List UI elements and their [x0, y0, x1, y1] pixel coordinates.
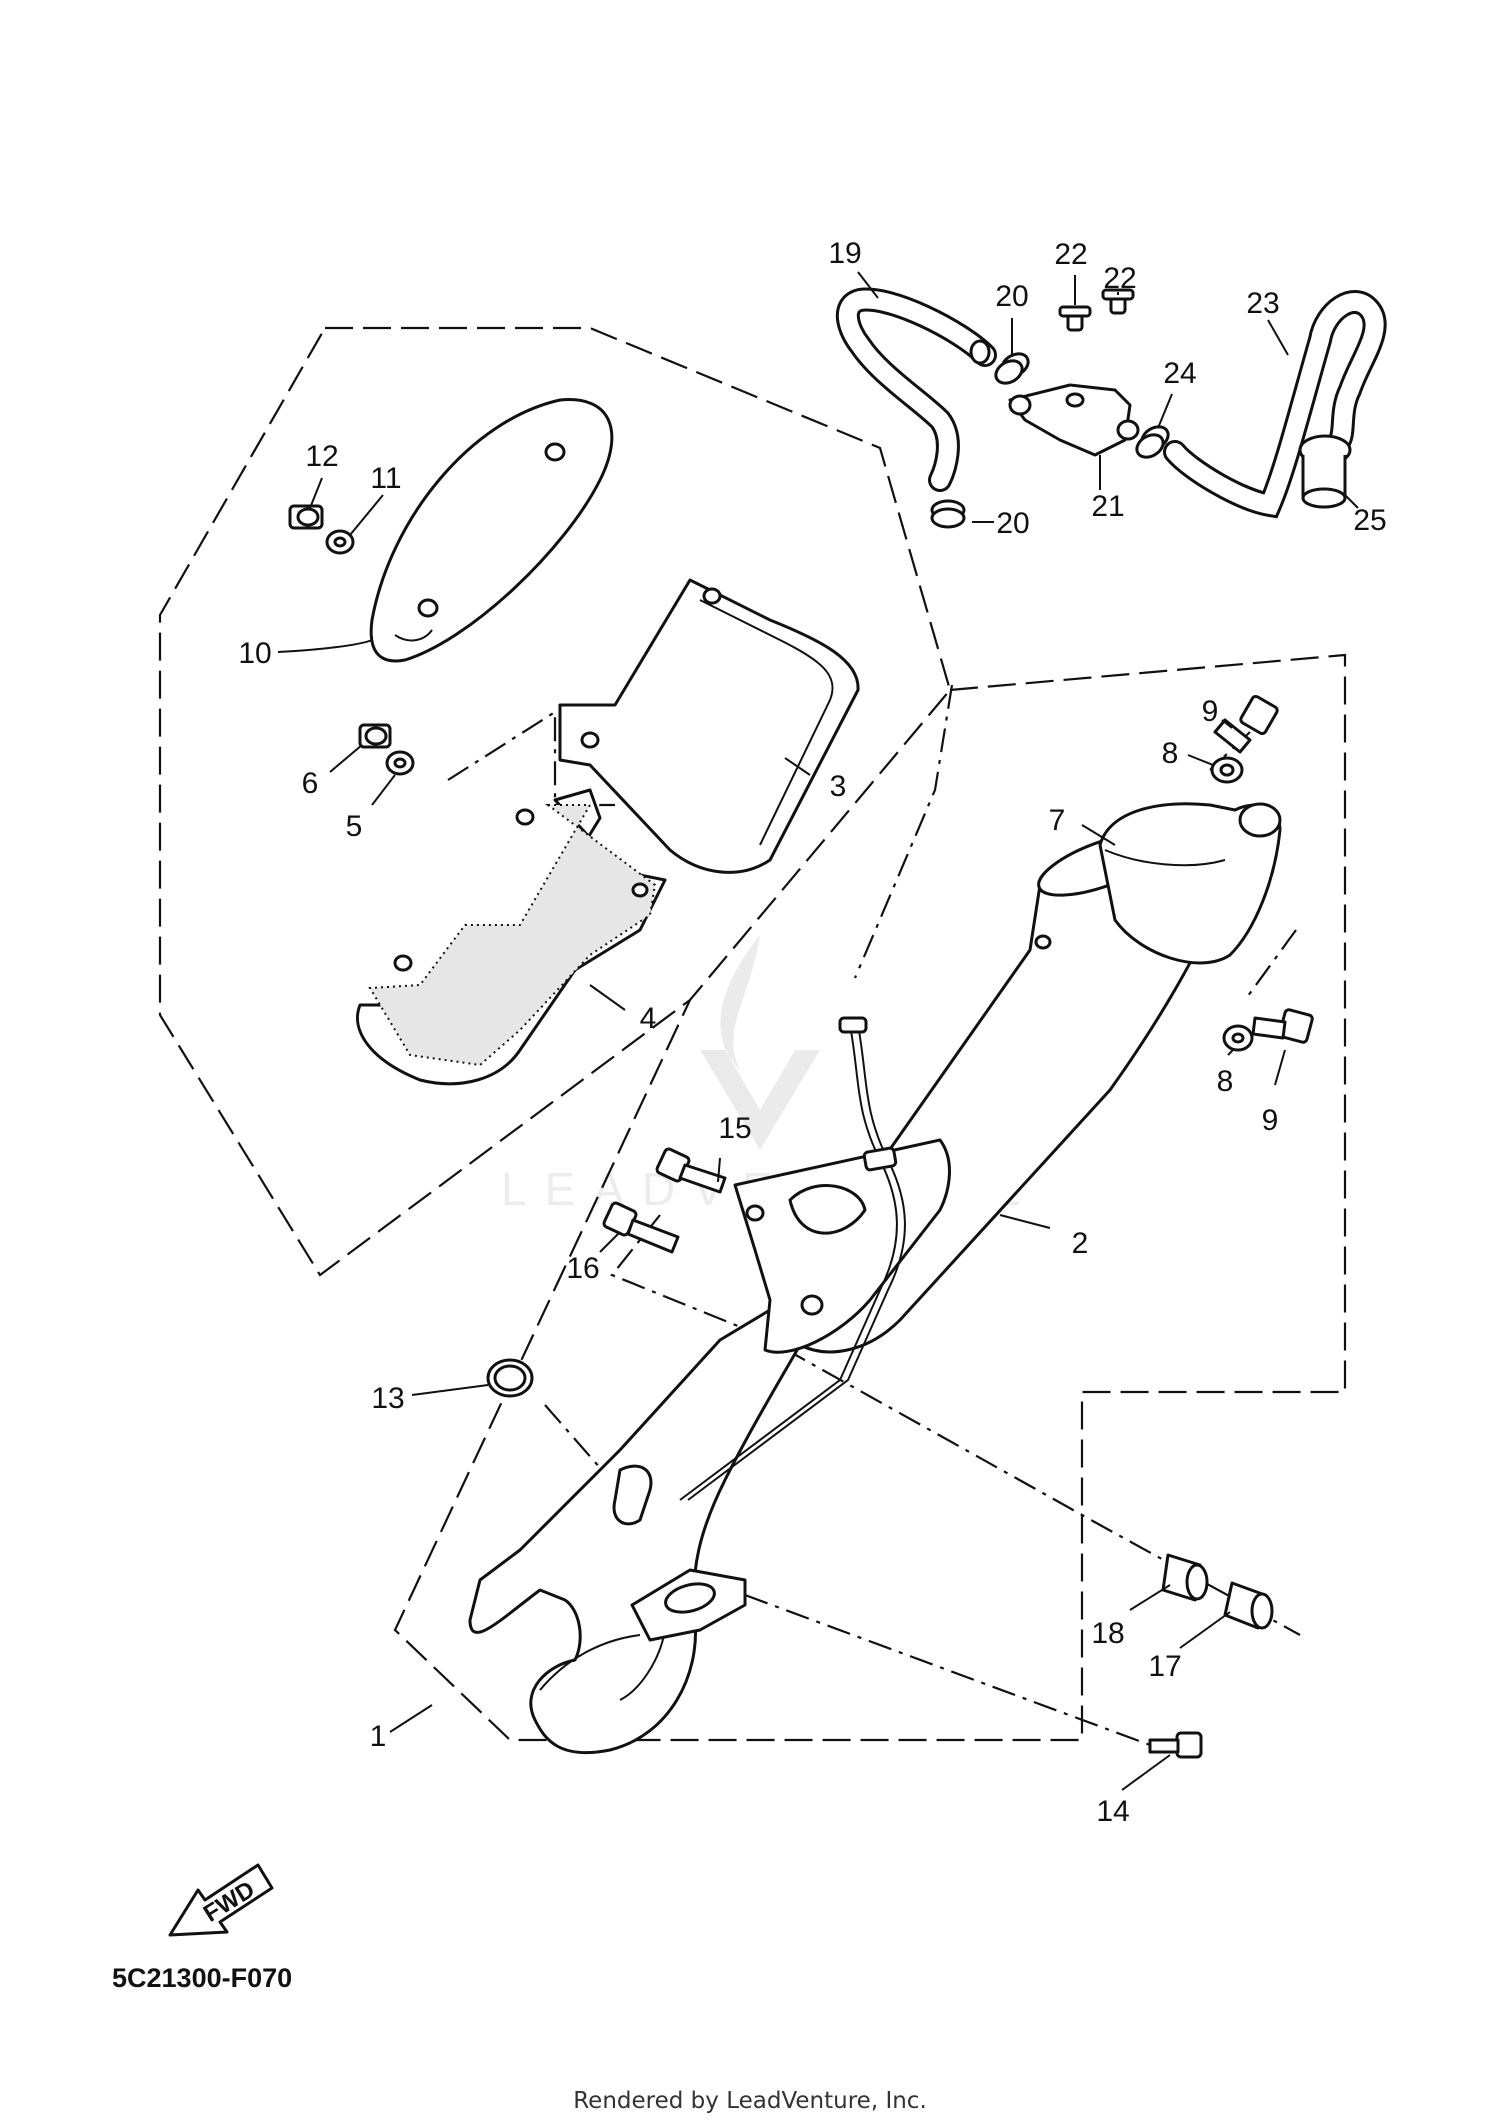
- heat-shield-part-3: [558, 578, 860, 874]
- callout-16: 16: [566, 1252, 599, 1285]
- callouts: 1 2 3 4 5 6 7 8 8 9 9 10 11 12 13 14 15: [238, 237, 1386, 1828]
- callout-24: 24: [1163, 357, 1196, 390]
- hose-part-19: [835, 287, 997, 492]
- callout-9-lower: 9: [1262, 1104, 1279, 1137]
- callout-21: 21: [1091, 490, 1124, 523]
- callout-25: 25: [1353, 504, 1386, 537]
- callout-7: 7: [1049, 804, 1066, 837]
- callout-14: 14: [1096, 1795, 1129, 1828]
- callout-9-upper: 9: [1202, 695, 1219, 728]
- callout-22-b: 22: [1103, 262, 1136, 295]
- callout-4: 4: [640, 1002, 657, 1035]
- washer-part-8-lower: [1222, 1024, 1254, 1052]
- callout-23: 23: [1246, 287, 1279, 320]
- diagram-code: 5C21300-F070: [112, 1963, 293, 1993]
- bolt-part-9-lower: [1251, 1008, 1314, 1044]
- muffler-bracket: [733, 1138, 951, 1354]
- callout-3: 3: [830, 770, 847, 803]
- washer-part-11: [325, 529, 355, 555]
- bolt-part-6: [358, 723, 392, 749]
- callout-8-lower: 8: [1217, 1065, 1234, 1098]
- bolt-part-12: [288, 504, 324, 530]
- callout-12: 12: [305, 440, 338, 473]
- callout-18: 18: [1091, 1617, 1124, 1650]
- callout-17: 17: [1148, 1650, 1181, 1683]
- nozzle-part-25: [1298, 434, 1352, 509]
- callout-5: 5: [346, 810, 363, 843]
- hose-part-23: [1163, 290, 1387, 519]
- tail-cap-part-7: [1098, 802, 1282, 965]
- fwd-arrow: FWD: [168, 1863, 274, 1937]
- spring-clip-part-20-upper: [994, 352, 1030, 385]
- callout-13: 13: [371, 1382, 404, 1415]
- callout-19: 19: [828, 237, 861, 270]
- end-cap-part-10: [369, 398, 614, 663]
- bolt-part-14: [1148, 1731, 1203, 1759]
- callout-10: 10: [238, 637, 271, 670]
- collar-part-17: [1223, 1581, 1274, 1630]
- callout-20-lower: 20: [996, 507, 1029, 540]
- bolt-part-16: [602, 1201, 680, 1254]
- bolt-part-9-upper: [1213, 694, 1279, 754]
- washer-part-8-upper: [1210, 756, 1244, 784]
- bolt-part-15: [655, 1147, 727, 1194]
- callout-1: 1: [370, 1720, 387, 1753]
- spring-clip-part-24: [1135, 425, 1170, 459]
- spring-clip-part-20-lower: [930, 499, 966, 529]
- breather-tube: [679, 1016, 906, 1501]
- washer-part-5: [385, 750, 415, 776]
- callout-20-upper: 20: [995, 280, 1028, 313]
- callout-6: 6: [302, 767, 319, 800]
- collar-part-18: [1161, 1553, 1209, 1602]
- watermark-logo: [700, 935, 820, 1150]
- screw-part-22-a: [1058, 305, 1092, 332]
- callout-15: 15: [718, 1112, 751, 1145]
- callout-8-upper: 8: [1162, 737, 1179, 770]
- gasket-part-13: [486, 1358, 534, 1398]
- footer-credit: Rendered by LeadVenture, Inc.: [573, 2088, 927, 2114]
- valve-part-21: [1008, 383, 1140, 457]
- muffler-group-boundary: [393, 653, 1347, 1742]
- callout-11: 11: [370, 462, 401, 495]
- heat-shield-part-4: [356, 788, 667, 1086]
- callout-2: 2: [1072, 1227, 1089, 1260]
- exhaust-pipe-part-1: [468, 1308, 802, 1755]
- callout-22-a: 22: [1054, 238, 1087, 271]
